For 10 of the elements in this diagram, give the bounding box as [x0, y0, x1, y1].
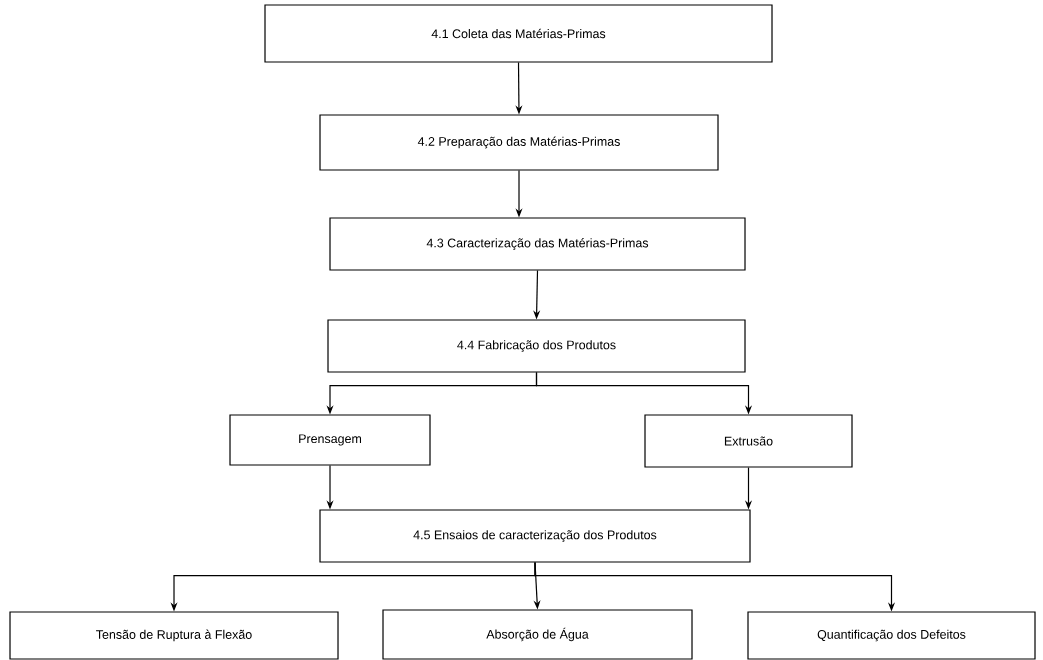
- process-box: Quantificação dos Defeitos: [747, 611, 1036, 660]
- process-box: 4.2 Preparação das Matérias-Primas: [319, 114, 719, 171]
- process-box: Absorção de Água: [382, 609, 693, 660]
- process-box: Tensão de Ruptura à Flexão: [9, 611, 339, 660]
- process-box: Prensagem: [229, 414, 431, 466]
- process-box: Extrusão: [644, 414, 853, 468]
- process-box: 4.1 Coleta das Matérias-Primas: [264, 4, 773, 63]
- process-box: 4.4 Fabricação dos Produtos: [327, 319, 746, 373]
- process-box: 4.5 Ensaios de caracterização dos Produtos: [319, 509, 751, 563]
- process-box: 4.3 Caracterização das Matérias-Primas: [329, 217, 746, 271]
